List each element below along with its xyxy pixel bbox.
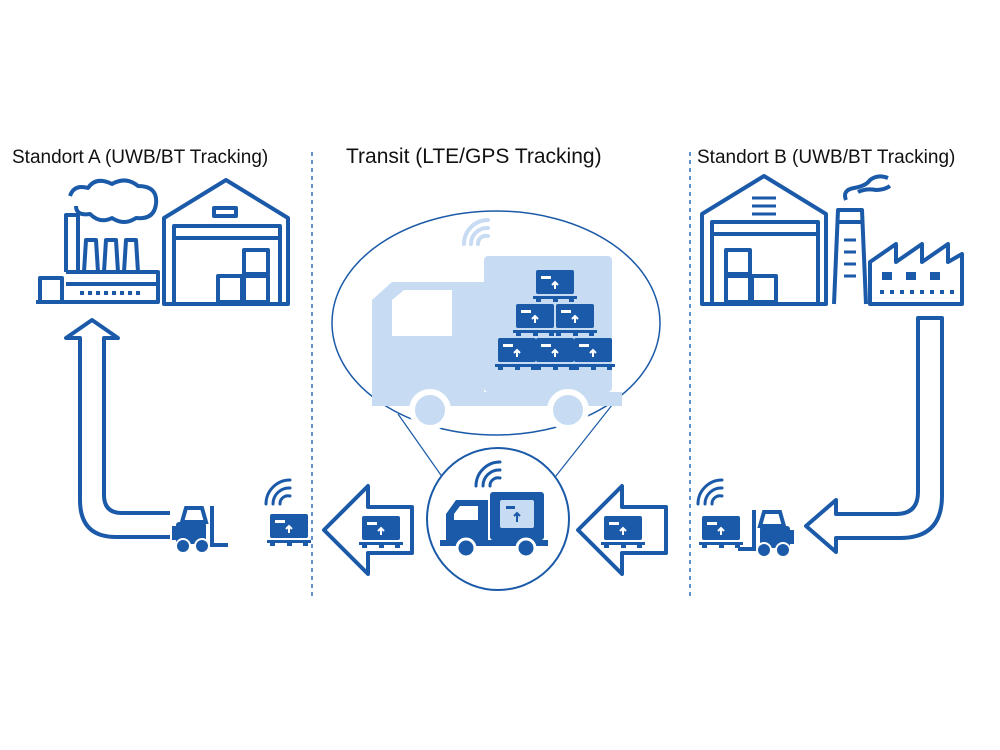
wireless-signal-icon [462, 218, 490, 246]
wireless-signal-icon [264, 478, 292, 506]
forklift-icon [736, 508, 796, 559]
warehouse-icon [700, 174, 828, 306]
factory-icon [832, 174, 964, 306]
zone-title-standort-a: Standort A (UWB/BT Tracking) [12, 147, 269, 168]
transit-truck-circle [426, 447, 570, 591]
zone-title-transit: Transit (LTE/GPS Tracking) [346, 145, 602, 168]
magnified-truck-bubble [331, 210, 661, 489]
package-icon [266, 513, 312, 547]
package-icon [698, 515, 744, 549]
wireless-signal-icon [696, 478, 724, 506]
zone-title-standort-b: Standort B (UWB/BT Tracking) [697, 147, 956, 168]
truck-icon [440, 492, 548, 559]
flow-arrow-icon [322, 484, 414, 576]
flow-arrow-icon [804, 316, 944, 554]
flow-arrow-icon [576, 484, 668, 576]
factory-icon [36, 178, 160, 304]
warehouse-icon [162, 178, 290, 306]
flow-arrow-icon [64, 318, 170, 539]
forklift-icon [170, 504, 230, 555]
